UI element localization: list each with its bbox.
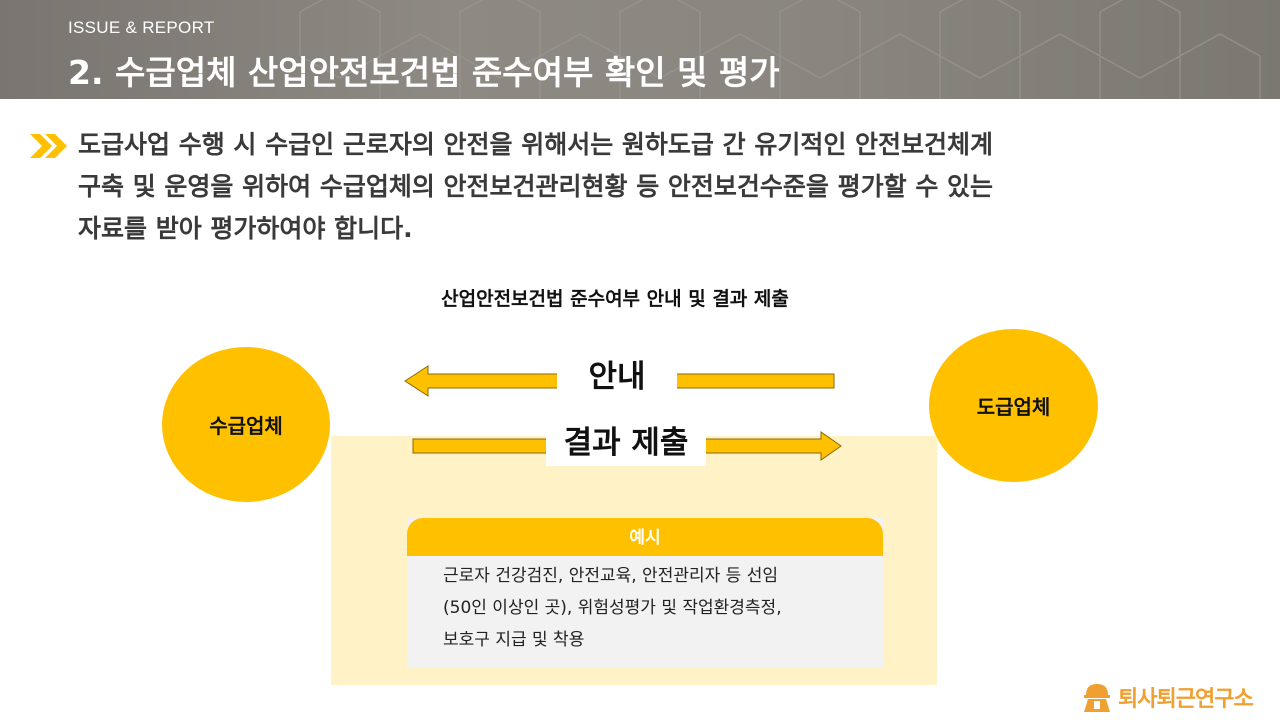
subcontractor-label: 수급업체 bbox=[209, 414, 283, 438]
page-title: 2. 수급업체 산업안전보건법 준수여부 확인 및 평가 bbox=[68, 53, 780, 92]
header-subtitle: ISSUE & REPORT bbox=[68, 18, 215, 37]
intro-line: 구축 및 운영을 위하여 수급업체의 안전보건관리현황 등 안전보건수준을 평가… bbox=[78, 172, 994, 201]
brand-logo: 퇴사퇴근연구소 bbox=[1082, 680, 1254, 714]
example-line: (50인 이상인 곳), 위험성평가 및 작업환경측정, bbox=[443, 598, 782, 618]
diagram-title: 산업안전보건법 준수여부 안내 및 결과 제출 bbox=[441, 288, 789, 310]
intro-line: 자료를 받아 평가하여야 합니다. bbox=[78, 214, 413, 243]
contractor-label: 도급업체 bbox=[976, 395, 1051, 419]
example-heading: 예시 bbox=[407, 518, 883, 556]
example-line: 근로자 건강검진, 안전교육, 안전관리자 등 선임 bbox=[443, 566, 778, 586]
hexagon-pattern bbox=[299, 0, 1261, 99]
double-chevron-right-icon bbox=[30, 134, 67, 158]
submit-arrow-label: 결과 제출 bbox=[546, 420, 706, 466]
example-body: 근로자 건강검진, 안전교육, 안전관리자 등 선임 (50인 이상인 곳), … bbox=[443, 560, 873, 656]
guide-arrow-label: 안내 bbox=[557, 354, 677, 400]
intro-line: 도급사업 수행 시 수급인 근로자의 안전을 위해서는 원하도급 간 유기적인 … bbox=[78, 130, 994, 159]
slide-header: ISSUE & REPORT 2. 수급업체 산업안전보건법 준수여부 확인 및… bbox=[0, 0, 1280, 99]
contractor-circle: 도급업체 bbox=[929, 329, 1098, 482]
logo-text: 퇴사퇴근연구소 bbox=[1118, 687, 1254, 712]
worker-helmet-icon bbox=[1084, 684, 1110, 712]
subcontractor-circle: 수급업체 bbox=[162, 347, 330, 502]
example-box: 예시 근로자 건강검진, 안전교육, 안전관리자 등 선임 (50인 이상인 곳… bbox=[407, 518, 883, 668]
example-line: 보호구 지급 및 착용 bbox=[443, 630, 585, 650]
intro-paragraph: 도급사업 수행 시 수급인 근로자의 안전을 위해서는 원하도급 간 유기적인 … bbox=[78, 124, 1248, 250]
